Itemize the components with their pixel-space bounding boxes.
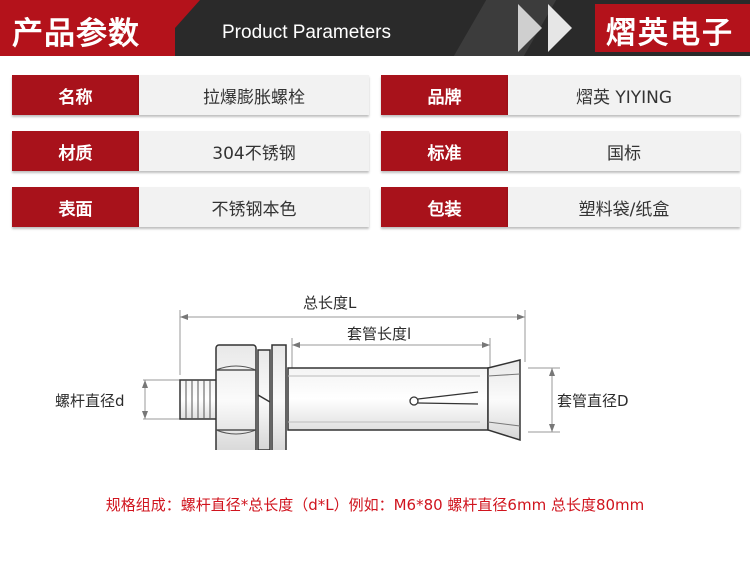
- header-red-block: [0, 0, 175, 56]
- bolt-diameter-label: 螺杆直径d: [55, 392, 125, 410]
- chevron-right-icon: [518, 4, 542, 52]
- param-value: 304不锈钢: [139, 131, 369, 171]
- param-value: 国标: [508, 131, 740, 171]
- bolt-diagram: 总长度L 套管长度l 螺杆直径d 套管直径D: [0, 280, 750, 456]
- header-red-diagonal: [150, 0, 200, 56]
- spec-formula-text: 规格组成：螺杆直径*总长度（d*L）例如：M6*80 螺杆直径6mm 总长度80…: [105, 496, 645, 514]
- param-row: 名称 拉爆膨胀螺栓 品牌 熠英 YIYING: [12, 75, 740, 115]
- sleeve-length-label: 套管长度l: [347, 325, 412, 343]
- param-value: 不锈钢本色: [139, 187, 369, 227]
- param-value: 塑料袋/纸盒: [508, 187, 740, 227]
- param-label: 表面: [12, 187, 139, 227]
- param-row: 材质 304不锈钢 标准 国标: [12, 131, 740, 171]
- param-row: 表面 不锈钢本色 包装 塑料袋/纸盒: [12, 187, 740, 227]
- param-label: 材质: [12, 131, 139, 171]
- param-value: 拉爆膨胀螺栓: [139, 75, 369, 115]
- brand-box: [595, 4, 750, 52]
- param-label: 名称: [12, 75, 139, 115]
- brand-name: 熠英电子: [606, 16, 734, 51]
- total-length-label: 总长度L: [303, 294, 357, 312]
- header-title-cn: 产品参数: [12, 16, 140, 52]
- header-banner: 产品参数 Product Parameters 熠英电子: [0, 0, 750, 56]
- sleeve-diameter-label: 套管直径D: [557, 392, 629, 410]
- param-value: 熠英 YIYING: [508, 75, 740, 115]
- expansion-bolt-drawing: [142, 310, 560, 456]
- param-label: 品牌: [381, 75, 508, 115]
- header-title-en: Product Parameters: [222, 22, 391, 43]
- param-label: 标准: [381, 131, 508, 171]
- param-label: 包装: [381, 187, 508, 227]
- chevron-right-icon: [548, 4, 572, 52]
